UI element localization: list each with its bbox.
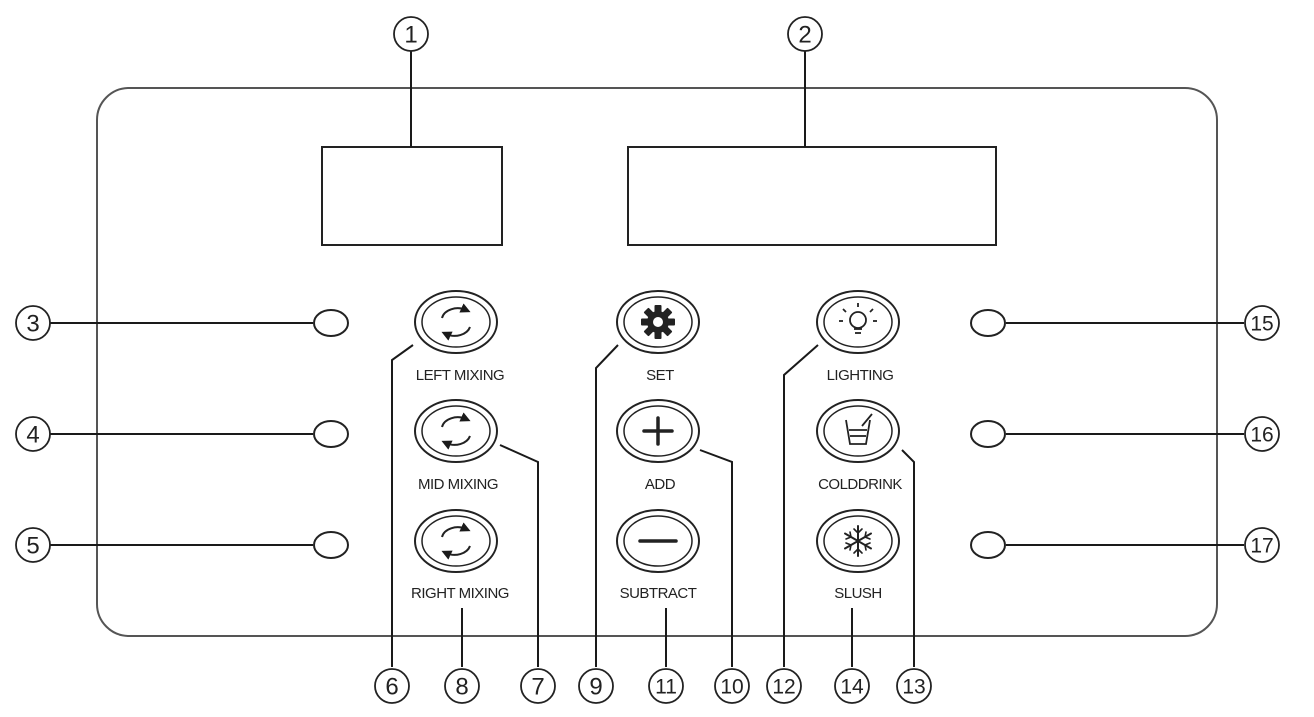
colddrink-button[interactable] <box>816 399 900 463</box>
callout-circle-11 <box>648 668 684 704</box>
indicator-light-4 <box>313 420 349 448</box>
indicator-light-5 <box>313 531 349 559</box>
callout-circle-16 <box>1244 416 1280 452</box>
rotate-arrows-icon <box>441 303 471 341</box>
callout-circle-4 <box>15 416 51 452</box>
lighting-button[interactable] <box>816 290 900 354</box>
callout-circle-2 <box>787 16 823 52</box>
gear-icon <box>641 305 675 339</box>
callout-circle-15 <box>1244 305 1280 341</box>
left-mixing-label: LEFT MIXING <box>416 367 504 384</box>
indicator-light-17 <box>970 531 1006 559</box>
callout-15: 15 <box>1250 313 1273 336</box>
callout-circle-14 <box>834 668 870 704</box>
set-label: SET <box>646 367 674 384</box>
cup-icon <box>845 413 873 445</box>
callout-circle-7 <box>520 668 556 704</box>
snowflake-icon <box>844 525 872 557</box>
callout-circle-8 <box>444 668 480 704</box>
colddrink-label: COLDDRINK <box>818 476 902 493</box>
left-mixing-button[interactable] <box>414 290 498 354</box>
set-button[interactable] <box>616 290 700 354</box>
mid-mixing-button[interactable] <box>414 399 498 463</box>
callout-circle-1 <box>393 16 429 52</box>
indicator-light-16 <box>970 420 1006 448</box>
subtract-button[interactable] <box>616 509 700 573</box>
callout-9: 9 <box>589 674 602 701</box>
lighting-label: LIGHTING <box>827 367 894 384</box>
indicator-light-15 <box>970 309 1006 337</box>
right-mixing-button[interactable] <box>414 509 498 573</box>
right-display <box>627 146 997 246</box>
callout-circle-5 <box>15 527 51 563</box>
callout-16: 16 <box>1250 424 1273 447</box>
callout-circle-9 <box>578 668 614 704</box>
callout-12: 12 <box>772 676 795 699</box>
callout-10: 10 <box>720 676 743 699</box>
plus-icon <box>642 416 674 446</box>
callout-14: 14 <box>840 676 864 699</box>
slush-label: SLUSH <box>834 585 882 602</box>
callout-3: 3 <box>26 311 39 338</box>
callout-17: 17 <box>1250 535 1273 558</box>
callout-8: 8 <box>455 674 468 701</box>
rotate-arrows-icon <box>441 412 471 450</box>
lightbulb-icon <box>839 303 877 334</box>
callout-circle-12 <box>766 668 802 704</box>
callout-11: 11 <box>655 676 677 699</box>
callout-7: 7 <box>531 674 544 701</box>
left-display <box>321 146 503 246</box>
callout-circle-6 <box>374 668 410 704</box>
add-button[interactable] <box>616 399 700 463</box>
callout-13: 13 <box>902 676 925 699</box>
callout-1: 1 <box>404 22 417 49</box>
callout-4: 4 <box>26 422 39 449</box>
add-label: ADD <box>645 476 676 493</box>
callout-circle-3 <box>15 305 51 341</box>
subtract-label: SUBTRACT <box>620 585 697 602</box>
slush-button[interactable] <box>816 509 900 573</box>
leader-lines <box>50 50 1244 667</box>
callout-6: 6 <box>385 674 398 701</box>
callout-circle-13 <box>896 668 932 704</box>
callout-5: 5 <box>26 533 39 560</box>
right-mixing-label: RIGHT MIXING <box>411 585 509 602</box>
panel-outline <box>96 87 1218 637</box>
mid-mixing-label: MID MIXING <box>418 476 498 493</box>
callout-circle-10 <box>714 668 750 704</box>
callout-2: 2 <box>798 22 811 49</box>
indicator-light-3 <box>313 309 349 337</box>
rotate-arrows-icon <box>441 522 471 560</box>
callout-circle-17 <box>1244 527 1280 563</box>
